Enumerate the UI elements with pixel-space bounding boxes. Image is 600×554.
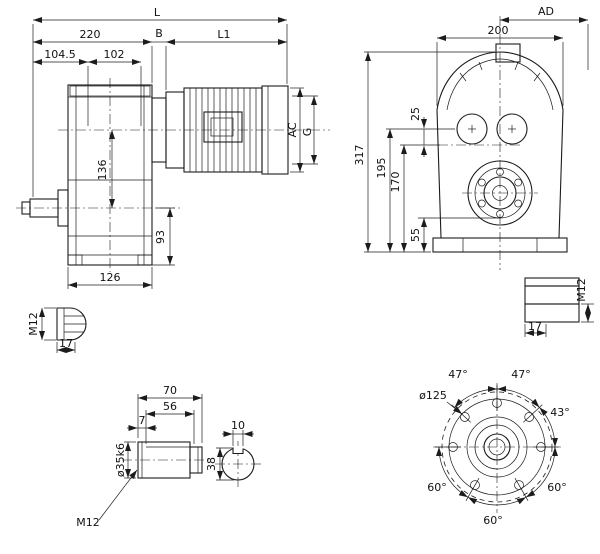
dim-label-104-5: 104.5 <box>44 48 76 61</box>
flange-hub <box>488 438 506 456</box>
key-section-detail: M12 17 <box>524 277 594 337</box>
motor <box>151 85 289 175</box>
dim-label-102: 102 <box>104 48 125 61</box>
dim-label-200: 200 <box>488 24 509 37</box>
dim-label-38: 38 <box>205 457 218 471</box>
angle-label-43: 43° <box>550 406 570 419</box>
dim-label-170: 170 <box>389 172 402 193</box>
side-view: L 220 B L1 104.5 102 136 93 126 AC <box>16 6 330 289</box>
input-bores <box>456 113 528 145</box>
dim-label-B: B <box>155 27 163 40</box>
dim-label-M12-end: M12 <box>27 312 40 336</box>
angle-label-60-right: 60° <box>547 481 567 494</box>
angle-label-47-right: 47° <box>511 368 531 381</box>
dim-label-M12-shaft: M12 <box>76 516 100 529</box>
dim-label-25: 25 <box>409 107 422 121</box>
front-view: AD 200 317 195 170 25 55 <box>353 5 589 270</box>
output-bore <box>462 160 538 226</box>
dim-label-17-key: 17 <box>528 320 542 333</box>
output-shaft-detail: 70 56 7 ø35k6 M12 10 <box>76 384 261 529</box>
front-view-dimensions: AD 200 317 195 170 25 55 <box>353 5 589 253</box>
flange-angle-arcs <box>436 386 559 506</box>
dim-label-M12-key: M12 <box>575 278 588 302</box>
motor-cooling-fins <box>189 88 257 172</box>
dim-label-dia35k6: ø35k6 <box>114 443 127 477</box>
dim-label-70: 70 <box>163 384 177 397</box>
angle-label-47-left: 47° <box>448 368 468 381</box>
dim-label-L: L <box>154 6 161 19</box>
dim-label-AC: AC <box>286 122 299 137</box>
dim-label-93: 93 <box>154 230 167 244</box>
angle-label-60-left: 60° <box>427 481 447 494</box>
dim-label-17-end: 17 <box>59 337 73 350</box>
gearbox-housing <box>67 84 153 266</box>
dim-label-56: 56 <box>163 400 177 413</box>
dim-label-dia125: ø125 <box>419 389 447 402</box>
front-housing <box>432 43 568 253</box>
dim-label-220: 220 <box>80 28 101 41</box>
shaft-stub <box>189 446 203 474</box>
dim-label-55: 55 <box>409 228 422 242</box>
dim-label-126: 126 <box>100 271 121 284</box>
dim-label-7: 7 <box>139 414 146 427</box>
dim-label-L1: L1 <box>217 28 230 41</box>
angle-label-60-bottom: 60° <box>483 514 503 527</box>
dim-label-AD: AD <box>538 5 554 18</box>
output-shaft <box>21 189 69 227</box>
dim-label-195: 195 <box>375 158 388 179</box>
dim-label-317: 317 <box>353 145 366 166</box>
dim-label-136: 136 <box>96 160 109 181</box>
fan-cowl <box>261 85 289 175</box>
shaft-cross-section: 10 38 <box>205 419 261 487</box>
shaft-end-detail: M12 17 <box>27 307 87 353</box>
side-view-dimensions: L 220 B L1 104.5 102 136 93 126 AC <box>32 6 318 289</box>
dim-label-10: 10 <box>231 419 245 432</box>
flange-view: 47° 47° 43° 60° 60° 60° ø125 <box>419 368 570 527</box>
dim-label-G: G <box>301 128 314 137</box>
lifting-boss <box>495 43 521 63</box>
terminal-box <box>203 111 243 143</box>
